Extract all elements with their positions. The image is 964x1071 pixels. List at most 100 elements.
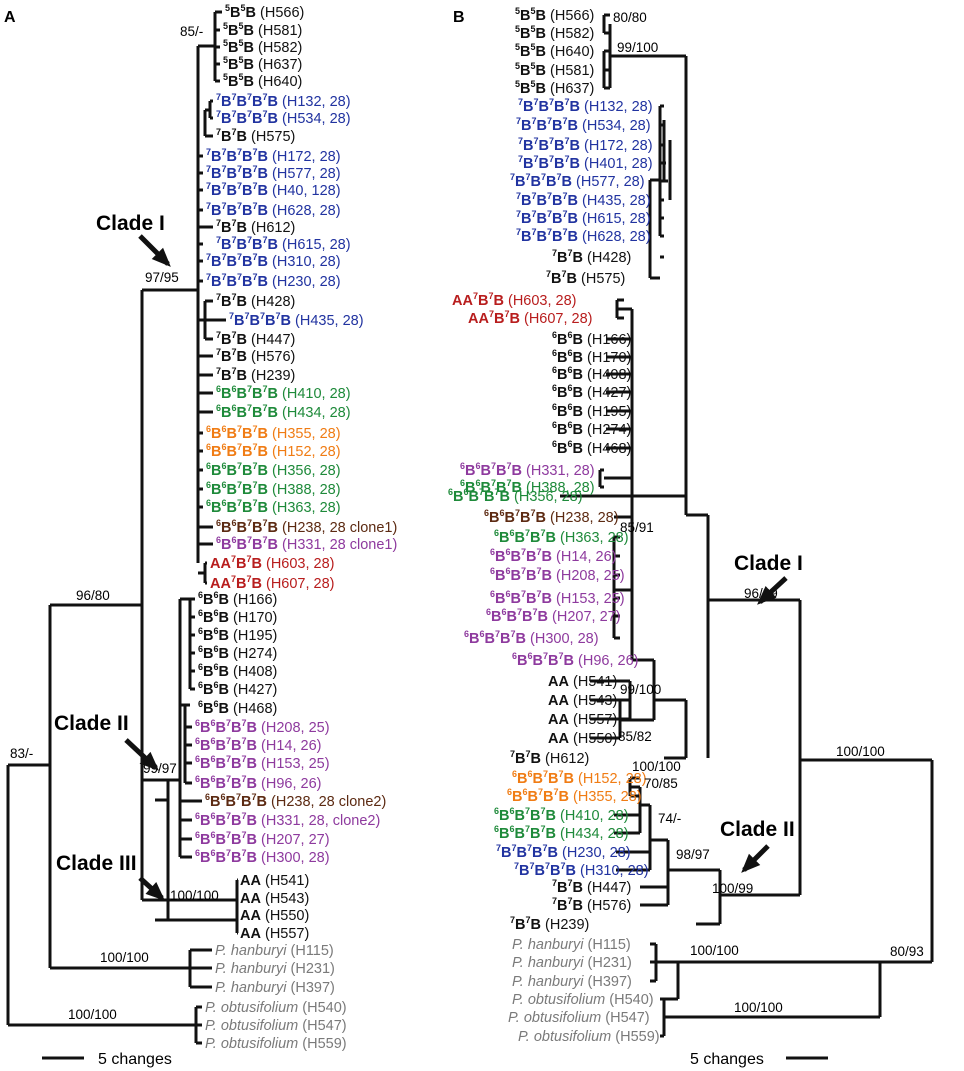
leaf-label: 6B6B (H166) <box>552 330 631 348</box>
annotations: 5 changesA85/-97/9596/8099/97100/10083/-… <box>4 9 924 1068</box>
leaf-label: 6B6B (H195) <box>552 402 631 420</box>
leaf-label: AA7B7B (H603, 28) <box>452 291 577 309</box>
leaf-label: 7B7B7B7B (H628, 28) <box>516 227 651 245</box>
leaf-label: P. hanburyi (H397) <box>512 974 632 990</box>
leaf-label: 6B6B7B7B (H14, 26) <box>195 736 321 754</box>
leaf-label: 7B7B7B7B (H435, 28) <box>229 311 364 329</box>
clade-label: Clade I <box>96 212 165 235</box>
leaf-label: 6B6B7B7B (H153, 25) <box>195 754 330 772</box>
true <box>155 780 237 922</box>
leaf-label: AA (H557) <box>548 712 617 728</box>
branch <box>180 599 195 707</box>
leaf-label: 7B7B7B7B (H40, 128) <box>206 181 341 199</box>
leaf-label: 6B6B7B7B (H207, 27) <box>486 607 621 625</box>
support-value: 85/91 <box>620 520 654 535</box>
leaf-label: 6B6B (H170) <box>552 348 631 366</box>
support-value: 100/100 <box>170 888 219 903</box>
leaf-label: 7B7B7B7B (H310, 28) <box>206 252 341 270</box>
leaf-label: AA (H543) <box>548 693 617 709</box>
branch <box>196 44 215 563</box>
support-value: 96/80 <box>76 588 110 603</box>
leaf-label: P. obtusifolium (H540) <box>512 992 654 1008</box>
leaf-label: 7B7B7B7B (H534, 28) <box>216 109 351 127</box>
leaf-label: 7B7B (H576) <box>552 896 631 914</box>
leaf-label: AA7B7B (H607, 28) <box>468 309 593 327</box>
leaf-label: 6B6B7B7B (H434, 28) <box>216 403 351 421</box>
branch <box>800 758 934 964</box>
leaf-label: 5B5B (H581) <box>515 61 594 79</box>
leaf-label: 7B7B (H612) <box>216 218 295 236</box>
leaf-label: 7B7B7B7B (H172, 28) <box>206 147 341 165</box>
leaf-label: 6B6B (H274) <box>198 644 277 662</box>
leaf-label: P. hanburyi (H115) <box>215 943 334 959</box>
leaf-label: 7B7B (H575) <box>216 127 295 145</box>
branch <box>708 598 802 897</box>
branch <box>612 535 620 640</box>
clade-label: Clade I <box>734 552 803 575</box>
leaf-label: 6B6B7B7B (H356, 28) <box>448 487 583 505</box>
leaf-label: 5B5B (H637) <box>223 55 302 73</box>
support-value: 100/99 <box>712 881 753 896</box>
clade-label: Clade II <box>54 712 129 735</box>
branch <box>668 868 722 926</box>
branch <box>648 180 664 280</box>
scale-label-a: 5 changes <box>98 1051 172 1068</box>
branch <box>650 942 678 983</box>
branch <box>198 561 207 585</box>
leaf-label: 6B6B7B7B (H434, 28) <box>494 824 629 842</box>
leaf-label: 7B7B7B7B (H615, 28) <box>516 209 651 227</box>
leaf-label: 6B6B7B7B (H153, 25) <box>490 589 625 607</box>
leaf-label: AA (H541) <box>240 873 309 889</box>
leaf-label: 6B6B7B7B (H238, 28) <box>484 508 619 526</box>
leaf-label: AA (H543) <box>240 891 309 907</box>
clade-arrow-head <box>139 751 159 771</box>
branch <box>180 799 202 841</box>
support-value: 97/95 <box>145 270 179 285</box>
support-value: 85/- <box>180 24 203 39</box>
branch <box>48 603 190 970</box>
panel-b-leaves: 5B5B (H566)5B5B (H582)5B5B (H640)5B5B (H… <box>448 6 660 1045</box>
support-value: 100/100 <box>734 1000 783 1015</box>
leaf-label: 6B6B (H170) <box>198 608 277 626</box>
leaf-label: 7B7B (H612) <box>510 749 589 767</box>
leaf-label: 7B7B (H575) <box>546 269 625 287</box>
leaf-label: 6B6B (H195) <box>198 626 277 644</box>
support-value: 100/100 <box>836 744 885 759</box>
panel-a-tree <box>6 10 239 1045</box>
leaf-label: 7B7B7B7B (H132, 28) <box>518 97 653 115</box>
leaf-label: 7B7B7B7B (H577, 28) <box>206 164 341 182</box>
leaf-label: 5B5B (H566) <box>225 3 304 21</box>
support-value: 85/82 <box>618 729 652 744</box>
leaf-label: 5B5B (H637) <box>515 79 594 97</box>
support-value: 99/100 <box>617 40 658 55</box>
support-value: 99/100 <box>620 682 661 697</box>
leaf-label: 6B6B (H166) <box>198 590 277 608</box>
leaf-label: 6B6B7B7B (H331, 28, clone2) <box>195 811 380 829</box>
leaf-label: 6B6B7B7B (H300, 28) <box>464 629 599 647</box>
leaf-label: P. obtusifolium (H547) <box>205 1018 347 1034</box>
leaf-label: 7B7B7B7B (H401, 28) <box>518 154 653 172</box>
leaf-label: 6B6B7B7B (H410, 28) <box>494 806 629 824</box>
branch <box>615 298 632 320</box>
branch <box>640 885 668 907</box>
branch <box>620 660 686 722</box>
leaf-label: 6B6B7B7B (H363, 28) <box>494 528 629 546</box>
leaf-label: 7B7B7B7B (H435, 28) <box>516 191 651 209</box>
branch <box>650 838 670 905</box>
leaf-label: 6B6B (H274) <box>552 420 631 438</box>
clade-label: Clade II <box>720 818 795 841</box>
leaf-label: AA (H550) <box>548 731 617 747</box>
leaf-label: 7B7B (H428) <box>216 292 295 310</box>
branch <box>614 515 632 592</box>
panel-letter-b: B <box>453 9 465 26</box>
leaf-label: 7B7B7B7B (H628, 28) <box>206 201 341 219</box>
branch <box>602 49 610 90</box>
support-value: 100/100 <box>100 950 149 965</box>
leaf-label: P. obtusifolium (H540) <box>205 1000 347 1016</box>
leaf-label: 6B6B7B7B (H363, 28) <box>206 498 341 516</box>
clade-label: Clade III <box>56 852 137 875</box>
leaf-label: 7B7B (H239) <box>216 366 295 384</box>
leaf-label: AA7B7B (H603, 28) <box>210 554 335 572</box>
leaf-label: 6B6B7B7B (H238, 28 clone1) <box>216 518 397 536</box>
